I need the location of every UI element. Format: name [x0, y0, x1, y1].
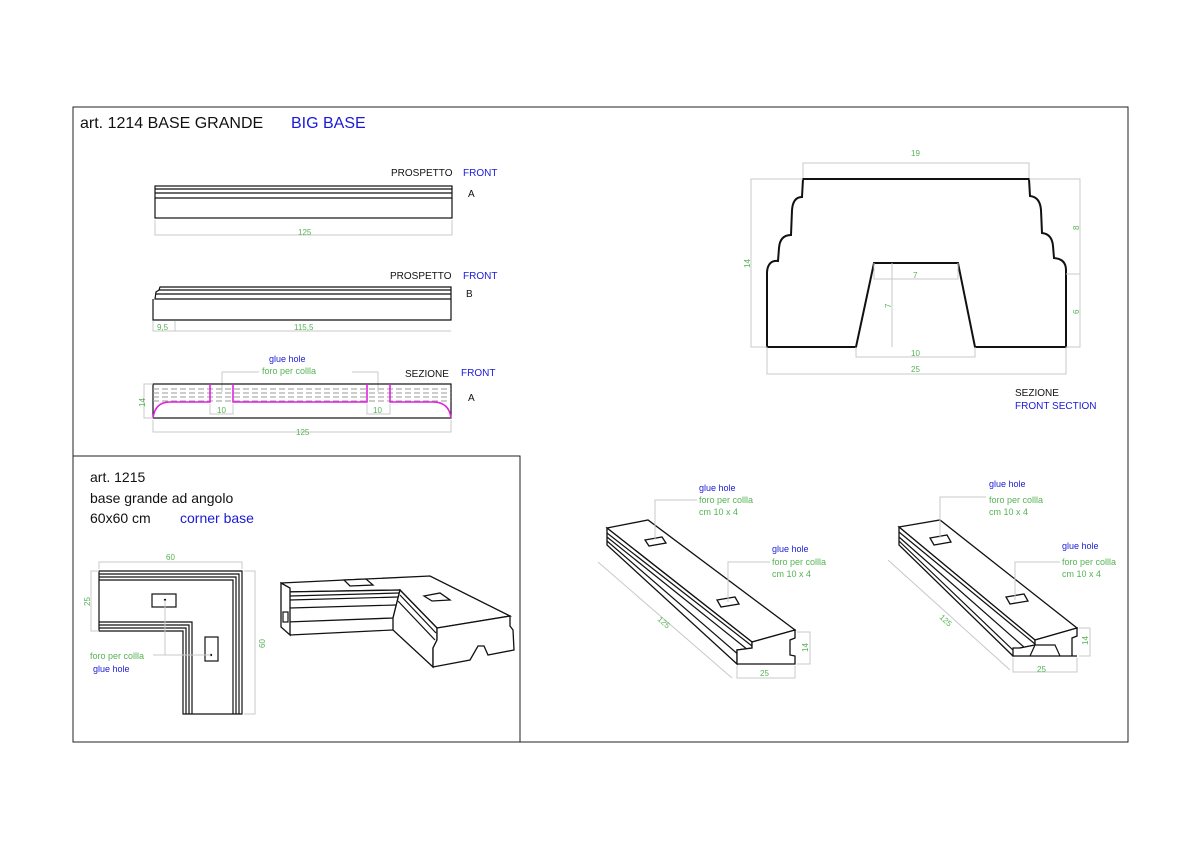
corner-dim-width: 60 [166, 553, 175, 562]
iso-left-glue-size-1: cm 10 x 4 [699, 507, 738, 517]
cs-dim-lower: 6 [1072, 309, 1081, 314]
section-label-en: FRONT [461, 368, 495, 379]
view-b-label: PROSPETTO [390, 271, 452, 282]
iso-right-glue-it-2: foro per collla [1062, 557, 1116, 567]
corner-base-section: art. 1215 base grande ad angolo 60x60 cm… [83, 469, 515, 715]
iso-right-glue-en-2: glue hole [1062, 541, 1099, 551]
view-a-label: PROSPETTO [391, 168, 453, 179]
iso-right-glue-size-2: cm 10 x 4 [1062, 569, 1101, 579]
view-b-dim-rest: 115,5 [294, 323, 314, 332]
iso-left-glue-en-1: glue hole [699, 483, 736, 493]
sheet-title-en: BIG BASE [291, 115, 366, 132]
view-a-label-en: FRONT [463, 168, 497, 179]
iso-right-dim-length: 125 [938, 613, 954, 629]
front-cross-section: 19 14 8 6 7 7 10 25 SEZIONE FRONT SECTIO… [743, 149, 1096, 412]
section-dim-length: 125 [296, 428, 310, 437]
section-dim-hole1: 10 [217, 406, 226, 415]
corner-glue-en: glue hole [93, 664, 130, 674]
view-a-dim-length: 125 [298, 228, 312, 237]
iso-left-glue-it-2: foro per collla [772, 557, 826, 567]
iso-left-dim-height: 14 [801, 643, 810, 652]
corner-glue-it: foro per collla [90, 651, 144, 661]
view-b-label-en: FRONT [463, 271, 497, 282]
section-glue-it: foro per collla [262, 366, 316, 376]
iso-right-dim-width: 25 [1037, 665, 1046, 674]
isometric-beam-left: glue hole foro per collla cm 10 x 4 glue… [597, 483, 826, 679]
isometric-beam-right: glue hole foro per collla cm 10 x 4 glue… [887, 479, 1116, 674]
corner-title-2: base grande ad angolo [90, 490, 233, 506]
section-view-a: glue hole foro per collla SEZIONE FRONT … [138, 354, 495, 437]
sheet-title: art. 1214 BASE GRANDE [80, 115, 263, 132]
corner-title-1: art. 1215 [90, 469, 145, 485]
iso-right-glue-size-1: cm 10 x 4 [989, 507, 1028, 517]
iso-left-glue-it-1: foro per collla [699, 495, 753, 505]
cs-dim-channel-height: 7 [884, 303, 893, 308]
corner-title-3: 60x60 cm [90, 510, 151, 526]
cs-dim-total-height: 14 [743, 259, 752, 268]
view-b-dim-left: 9,5 [157, 323, 169, 332]
iso-left-glue-en-2: glue hole [772, 544, 809, 554]
front-view-b: PROSPETTO FRONT B 9,5 115,5 [152, 271, 497, 332]
section-label: SEZIONE [405, 369, 449, 380]
corner-title-en: corner base [180, 510, 254, 526]
iso-left-dim-width: 25 [760, 669, 769, 678]
cs-label: SEZIONE [1015, 388, 1059, 399]
section-dim-hole2: 10 [373, 406, 382, 415]
corner-base-frame [72, 455, 521, 743]
section-glue-en: glue hole [269, 354, 306, 364]
iso-left-dim-length: 125 [656, 615, 672, 631]
cs-label-en: FRONT SECTION [1015, 401, 1096, 412]
cs-dim-top: 19 [911, 149, 920, 158]
iso-right-dim-height: 14 [1081, 636, 1090, 645]
iso-right-glue-en-1: glue hole [989, 479, 1026, 489]
section-dim-height: 14 [138, 398, 147, 407]
cs-dim-width: 25 [911, 365, 920, 374]
view-a-tag: A [468, 189, 475, 200]
cs-dim-channel-top: 7 [913, 271, 918, 280]
sheet-frame [72, 106, 1129, 743]
view-b-tag: B [466, 289, 473, 300]
front-view-a: PROSPETTO FRONT A 125 [154, 168, 497, 237]
iso-left-glue-size-2: cm 10 x 4 [772, 569, 811, 579]
iso-right-glue-it-1: foro per collla [989, 495, 1043, 505]
corner-dim-height: 60 [258, 639, 267, 648]
section-tag: A [468, 393, 475, 404]
corner-base-isometric [280, 575, 515, 669]
cs-dim-upper: 8 [1072, 225, 1081, 230]
corner-dim-arm: 25 [83, 597, 92, 606]
cs-dim-channel-bottom: 10 [911, 349, 920, 358]
